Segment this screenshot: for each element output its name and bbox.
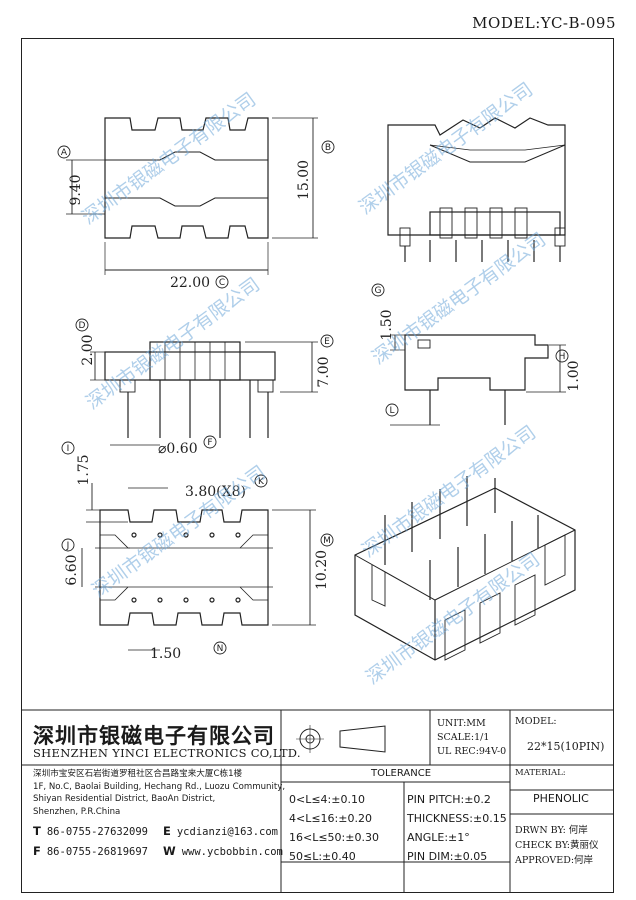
watermark-6: 深圳市银磁电子有限公司 (358, 421, 540, 562)
dim-n: 1.50 (150, 646, 181, 662)
end-view (390, 334, 566, 426)
approved-by: APPROVED:何岸 (515, 855, 594, 866)
dim-h: 1.00 (566, 360, 582, 391)
email-label: E (163, 824, 171, 838)
tolerance-row: ANGLE:±1° (407, 831, 470, 844)
drawn-by: DRWN BY: 何岸 (515, 825, 588, 836)
marker-d: D (79, 321, 86, 331)
address-line: Shenzhen, P.R.China (33, 806, 121, 817)
tolerance-label: TOLERANCE (371, 768, 432, 779)
marker-f: F (207, 438, 212, 448)
front-view (90, 341, 318, 446)
watermark-5: 深圳市银磁电子有限公司 (88, 461, 270, 602)
fax-label: F (33, 844, 41, 858)
check-by: CHECK BY:黄丽仪 (515, 840, 599, 851)
marker-l: L (389, 406, 394, 416)
dim-m: 10.20 (314, 550, 330, 590)
marker-b: B (325, 143, 331, 153)
tolerance-row: PIN PITCH:±0.2 (407, 793, 491, 806)
address-line: Shiyan Residential District, BaoAn Distr… (33, 794, 216, 804)
tolerance-specs: PIN PITCH:±0.2 THICKNESS:±0.15 ANGLE:±1°… (407, 790, 507, 866)
dim-c: 22.00 (170, 275, 210, 291)
marker-a: A (61, 148, 68, 158)
tolerance-row: 16<L≤50:±0.30 (289, 831, 379, 844)
watermark-2: 深圳市银磁电子有限公司 (355, 78, 537, 219)
marker-k: K (258, 477, 265, 487)
fax-row: F 86-0755-26819697 (33, 844, 148, 858)
isometric-view (354, 476, 576, 661)
material-label: MATERIAL: (515, 768, 566, 778)
bottom-view (81, 483, 316, 651)
model-field-label: MODEL: (515, 716, 557, 727)
watermark-3: 深圳市银磁电子有限公司 (82, 273, 264, 414)
dim-g: 1.50 (379, 309, 395, 340)
title-block-lines (21, 709, 614, 893)
unit: UNIT:MM (437, 718, 486, 729)
material-value: PHENOLIC (533, 792, 589, 805)
model-label: MODEL:YC-B-095 (472, 14, 616, 32)
ul-rec: UL REC:94V-0 (437, 746, 507, 757)
tolerance-row: 50≤L:±0.40 (289, 850, 356, 863)
web-label: W (163, 844, 176, 858)
projection-symbol (296, 725, 386, 753)
side-view-top (387, 117, 566, 262)
email-value[interactable]: ycdianzi@163.com (176, 826, 279, 838)
company-address: 深圳市宝安区石岩街道罗租社区合昌路宝来大厦C栋1楼 1F, No.C, Baol… (33, 768, 285, 818)
dim-b: 15.00 (296, 160, 312, 200)
company-name-cn: 深圳市银磁电子有限公司 (33, 724, 275, 748)
dim-k: 3.80(X8) (185, 484, 246, 500)
tolerance-row: 0<L≤4:±0.10 (289, 793, 365, 806)
dim-d: 2.00 (80, 334, 96, 365)
company-name-en: SHENZHEN YINCI ELECTRONICS CO,LTD. (33, 746, 301, 760)
marker-i: I (67, 444, 70, 454)
model-field-value: 22*15(10PIN) (527, 740, 605, 753)
top-view (66, 117, 318, 275)
tolerance-row: THICKNESS:±0.15 (407, 812, 507, 825)
drawing-frame (21, 38, 614, 893)
dim-j: 6.60 (64, 554, 80, 585)
tolerance-row: PIN DIM:±0.05 (407, 850, 488, 863)
marker-e: E (324, 337, 330, 347)
tolerance-ranges: 0<L≤4:±0.10 4<L≤16:±0.20 16<L≤50:±0.30 5… (289, 790, 379, 866)
marker-n: N (217, 644, 224, 654)
marker-g: G (375, 286, 382, 296)
marker-m: M (323, 536, 331, 546)
marker-c: C (219, 278, 225, 288)
tolerance-row: 4<L≤16:±0.20 (289, 812, 372, 825)
dim-i: 1.75 (76, 454, 92, 485)
tel-label: T (33, 824, 41, 838)
fax-value: 86-0755-26819697 (46, 846, 149, 858)
tel-value: 86-0755-27632099 (46, 826, 149, 838)
tel-row: T 86-0755-27632099 (33, 824, 148, 838)
watermark-4: 深圳市银磁电子有限公司 (368, 228, 550, 369)
title-block: 深圳市银磁电子有限公司 SHENZHEN YINCI ELECTRONICS C… (21, 710, 614, 893)
dim-e: 7.00 (316, 356, 332, 387)
markers (57, 140, 569, 655)
address-line: 深圳市宝安区石岩街道罗租社区合昌路宝来大厦C栋1楼 (33, 769, 243, 779)
web-value[interactable]: www.ycbobbin.com (181, 846, 283, 858)
dim-f: ⌀0.60 (158, 441, 198, 457)
marker-j: J (66, 541, 70, 551)
scale: SCALE:1/1 (437, 732, 490, 743)
marker-h: H (559, 352, 566, 362)
address-line: 1F, No.C, Baolai Building, Hechang Rd., … (33, 781, 286, 792)
dim-a: 9.40 (68, 174, 84, 205)
